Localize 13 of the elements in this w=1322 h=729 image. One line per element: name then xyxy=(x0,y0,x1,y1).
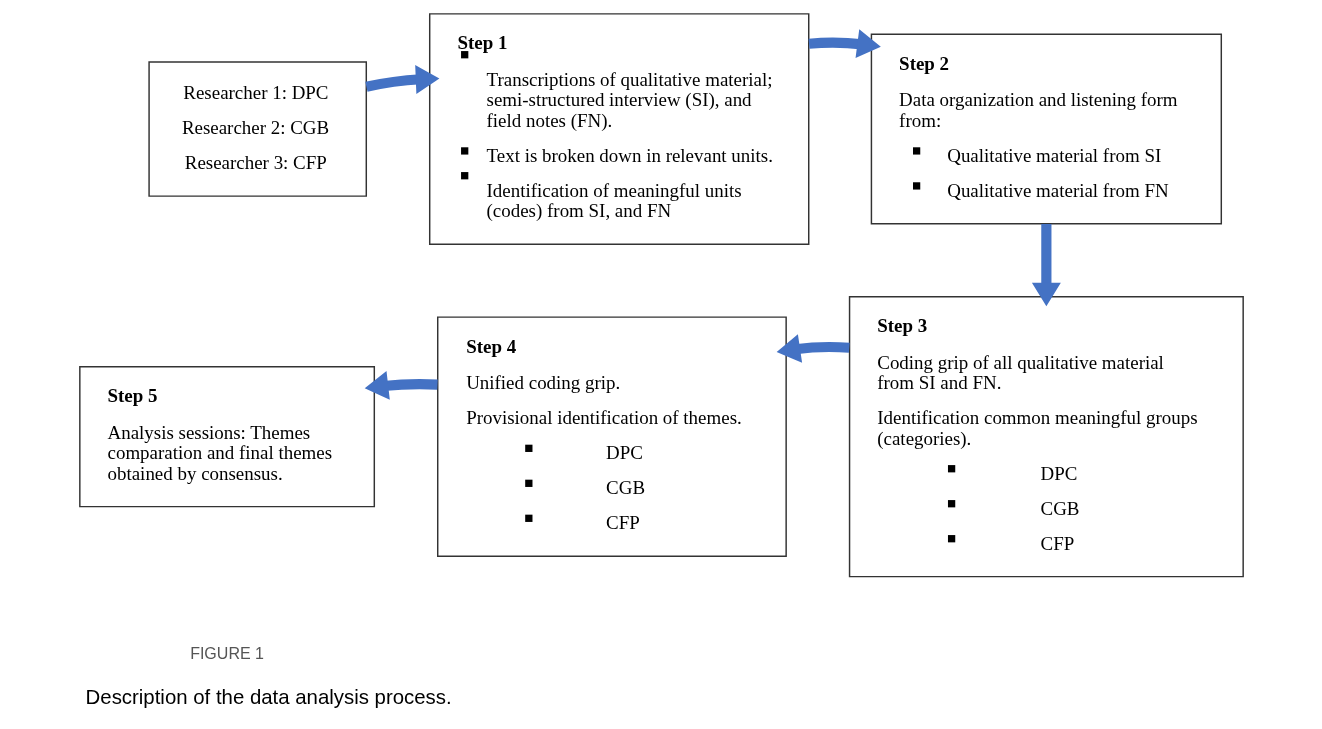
label: FIGURE 1 xyxy=(189,644,264,663)
node-box: Step 1 Transcriptions of qualitative material; semi-structured interview (SI), and field notes (FN). Text is broken down in relevant units. Identification of meaningful units (codes) from SI, and FN xyxy=(428,13,809,245)
node-box: Step 4 Unified coding grip. Provisional identification of themes. DPC CGB CFP xyxy=(436,316,787,557)
node-box: Step 5 Analysis sessions: Themes comparation and final themes obtained by consensus. xyxy=(78,365,375,508)
arrow xyxy=(364,65,439,94)
node-box: Step 2 Data organization and listening form from: Qualitative material from SI Qualitative material from FN xyxy=(870,33,1222,225)
node-box: Researcher 1: DPC Researcher 2: CGB Researcher 3: CFP xyxy=(147,61,367,197)
arrow xyxy=(776,334,850,363)
node-box: Step 3 Coding grip of all qualitative material from SI and FN. Identification common meaningful groups (categories). DPC CGB CFP xyxy=(848,295,1244,578)
arrow xyxy=(1031,224,1061,307)
caption: Description of the data analysis process. xyxy=(85,685,452,708)
arrow xyxy=(808,29,881,59)
arrow xyxy=(364,371,438,400)
